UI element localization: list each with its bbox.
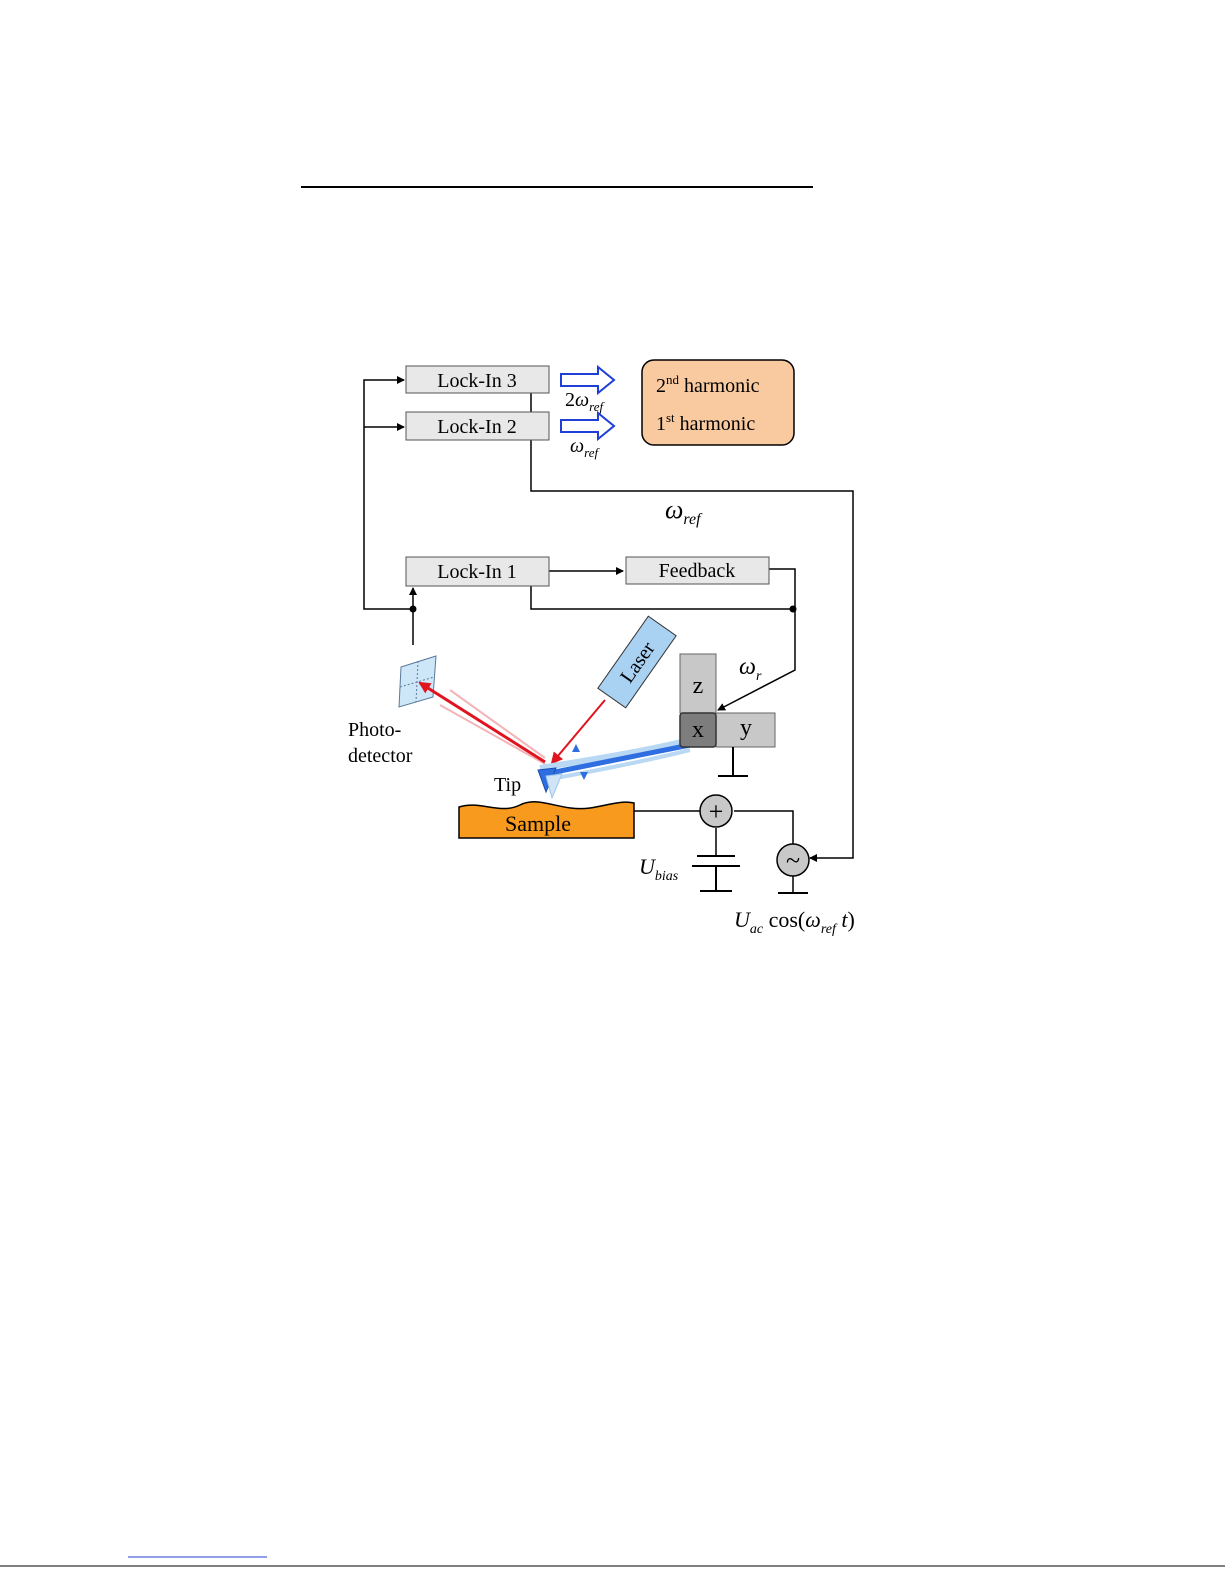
label-omega-ref-small: ωref xyxy=(570,435,600,460)
cantilever-tip-ghost xyxy=(546,774,562,798)
harmonic2-num: 2 xyxy=(656,375,666,397)
output-arrow-1st xyxy=(561,413,614,439)
photodetector-label-1: Photo- xyxy=(348,719,401,741)
harmonic-output-box: 2nd harmonic 1st harmonic xyxy=(642,360,794,445)
label-omega-ref-large: ωref xyxy=(665,495,703,528)
feedback-label: Feedback xyxy=(659,560,736,582)
feedback-to-piezo-wire xyxy=(718,569,795,710)
summing-node: + xyxy=(700,795,732,827)
piezo-ground xyxy=(718,747,748,776)
harmonic2-sup: nd xyxy=(666,372,680,387)
piezo-y-label: y xyxy=(740,715,752,741)
reference-wire xyxy=(531,440,853,858)
ac-source-tilde: ~ xyxy=(786,846,800,875)
lockin3-block: Lock-In 3 xyxy=(406,366,549,393)
photodetector-label-2: detector xyxy=(348,745,413,767)
junction-dot-left xyxy=(410,606,417,613)
label-u-ac: Uac cos(ωref t) xyxy=(734,907,855,937)
lockin1-block: Lock-In 1 xyxy=(406,557,549,586)
piezo-scanner: z x y xyxy=(680,654,775,747)
harmonic1-rest: harmonic xyxy=(675,413,756,435)
label-u-bias: Ubias xyxy=(639,854,679,884)
lockin2-block: Lock-In 2 xyxy=(406,412,549,440)
piezo-x-label: x xyxy=(692,717,704,743)
ac-source: ~ xyxy=(777,844,809,876)
feedback-block: Feedback xyxy=(626,557,769,584)
lockin3-label: Lock-In 3 xyxy=(437,370,516,392)
summing-plus-label: + xyxy=(709,797,724,826)
photodetector xyxy=(399,656,436,707)
reflected-beams xyxy=(420,683,545,764)
harmonic1-num: 1 xyxy=(656,413,666,435)
lockin2-label: Lock-In 2 xyxy=(437,416,516,438)
lockin1-ref-wire xyxy=(531,586,793,609)
junction-dot-right xyxy=(790,606,797,613)
laser-source: Laser xyxy=(598,616,676,708)
label-omega-r: ωr xyxy=(739,654,762,684)
laser-beam-incident xyxy=(552,700,605,763)
sample-label: Sample xyxy=(505,811,571,836)
bias-battery xyxy=(692,856,740,891)
lockin1-label: Lock-In 1 xyxy=(437,561,516,583)
tip-label: Tip xyxy=(494,774,521,796)
piezo-z-label: z xyxy=(693,673,704,699)
harmonic2-rest: harmonic xyxy=(679,375,760,397)
